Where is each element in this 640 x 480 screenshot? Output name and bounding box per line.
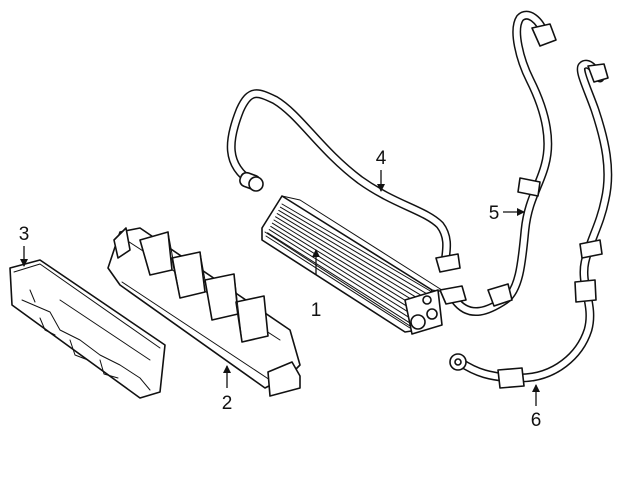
callout-5: 5: [489, 203, 500, 224]
part-5-hose: [439, 10, 557, 317]
callout-3: 3: [19, 224, 30, 245]
part-1-oil-cooler: [261, 195, 446, 335]
callout-6: 6: [531, 410, 542, 431]
cooler-fin: [281, 203, 433, 293]
cooler-fin: [278, 209, 429, 300]
callout-4: 4: [376, 148, 387, 169]
cooler-fin: [270, 225, 418, 318]
part-4-hose: [226, 89, 461, 273]
cooler-fin: [271, 222, 420, 315]
callout-1: 1: [311, 300, 322, 321]
cooler-fin: [275, 216, 424, 307]
cooler-fin: [273, 219, 422, 311]
cooler-fin: [276, 213, 426, 304]
part-6-hose: [449, 59, 613, 389]
cooler-fin: [265, 235, 411, 329]
cooler-fin: [268, 229, 415, 322]
callout-2: 2: [222, 393, 233, 414]
cooler-fin: [267, 232, 413, 325]
part-3-shroud: [9, 259, 166, 399]
cooler-fin: [279, 206, 431, 297]
part-2-bracket: [107, 227, 301, 397]
